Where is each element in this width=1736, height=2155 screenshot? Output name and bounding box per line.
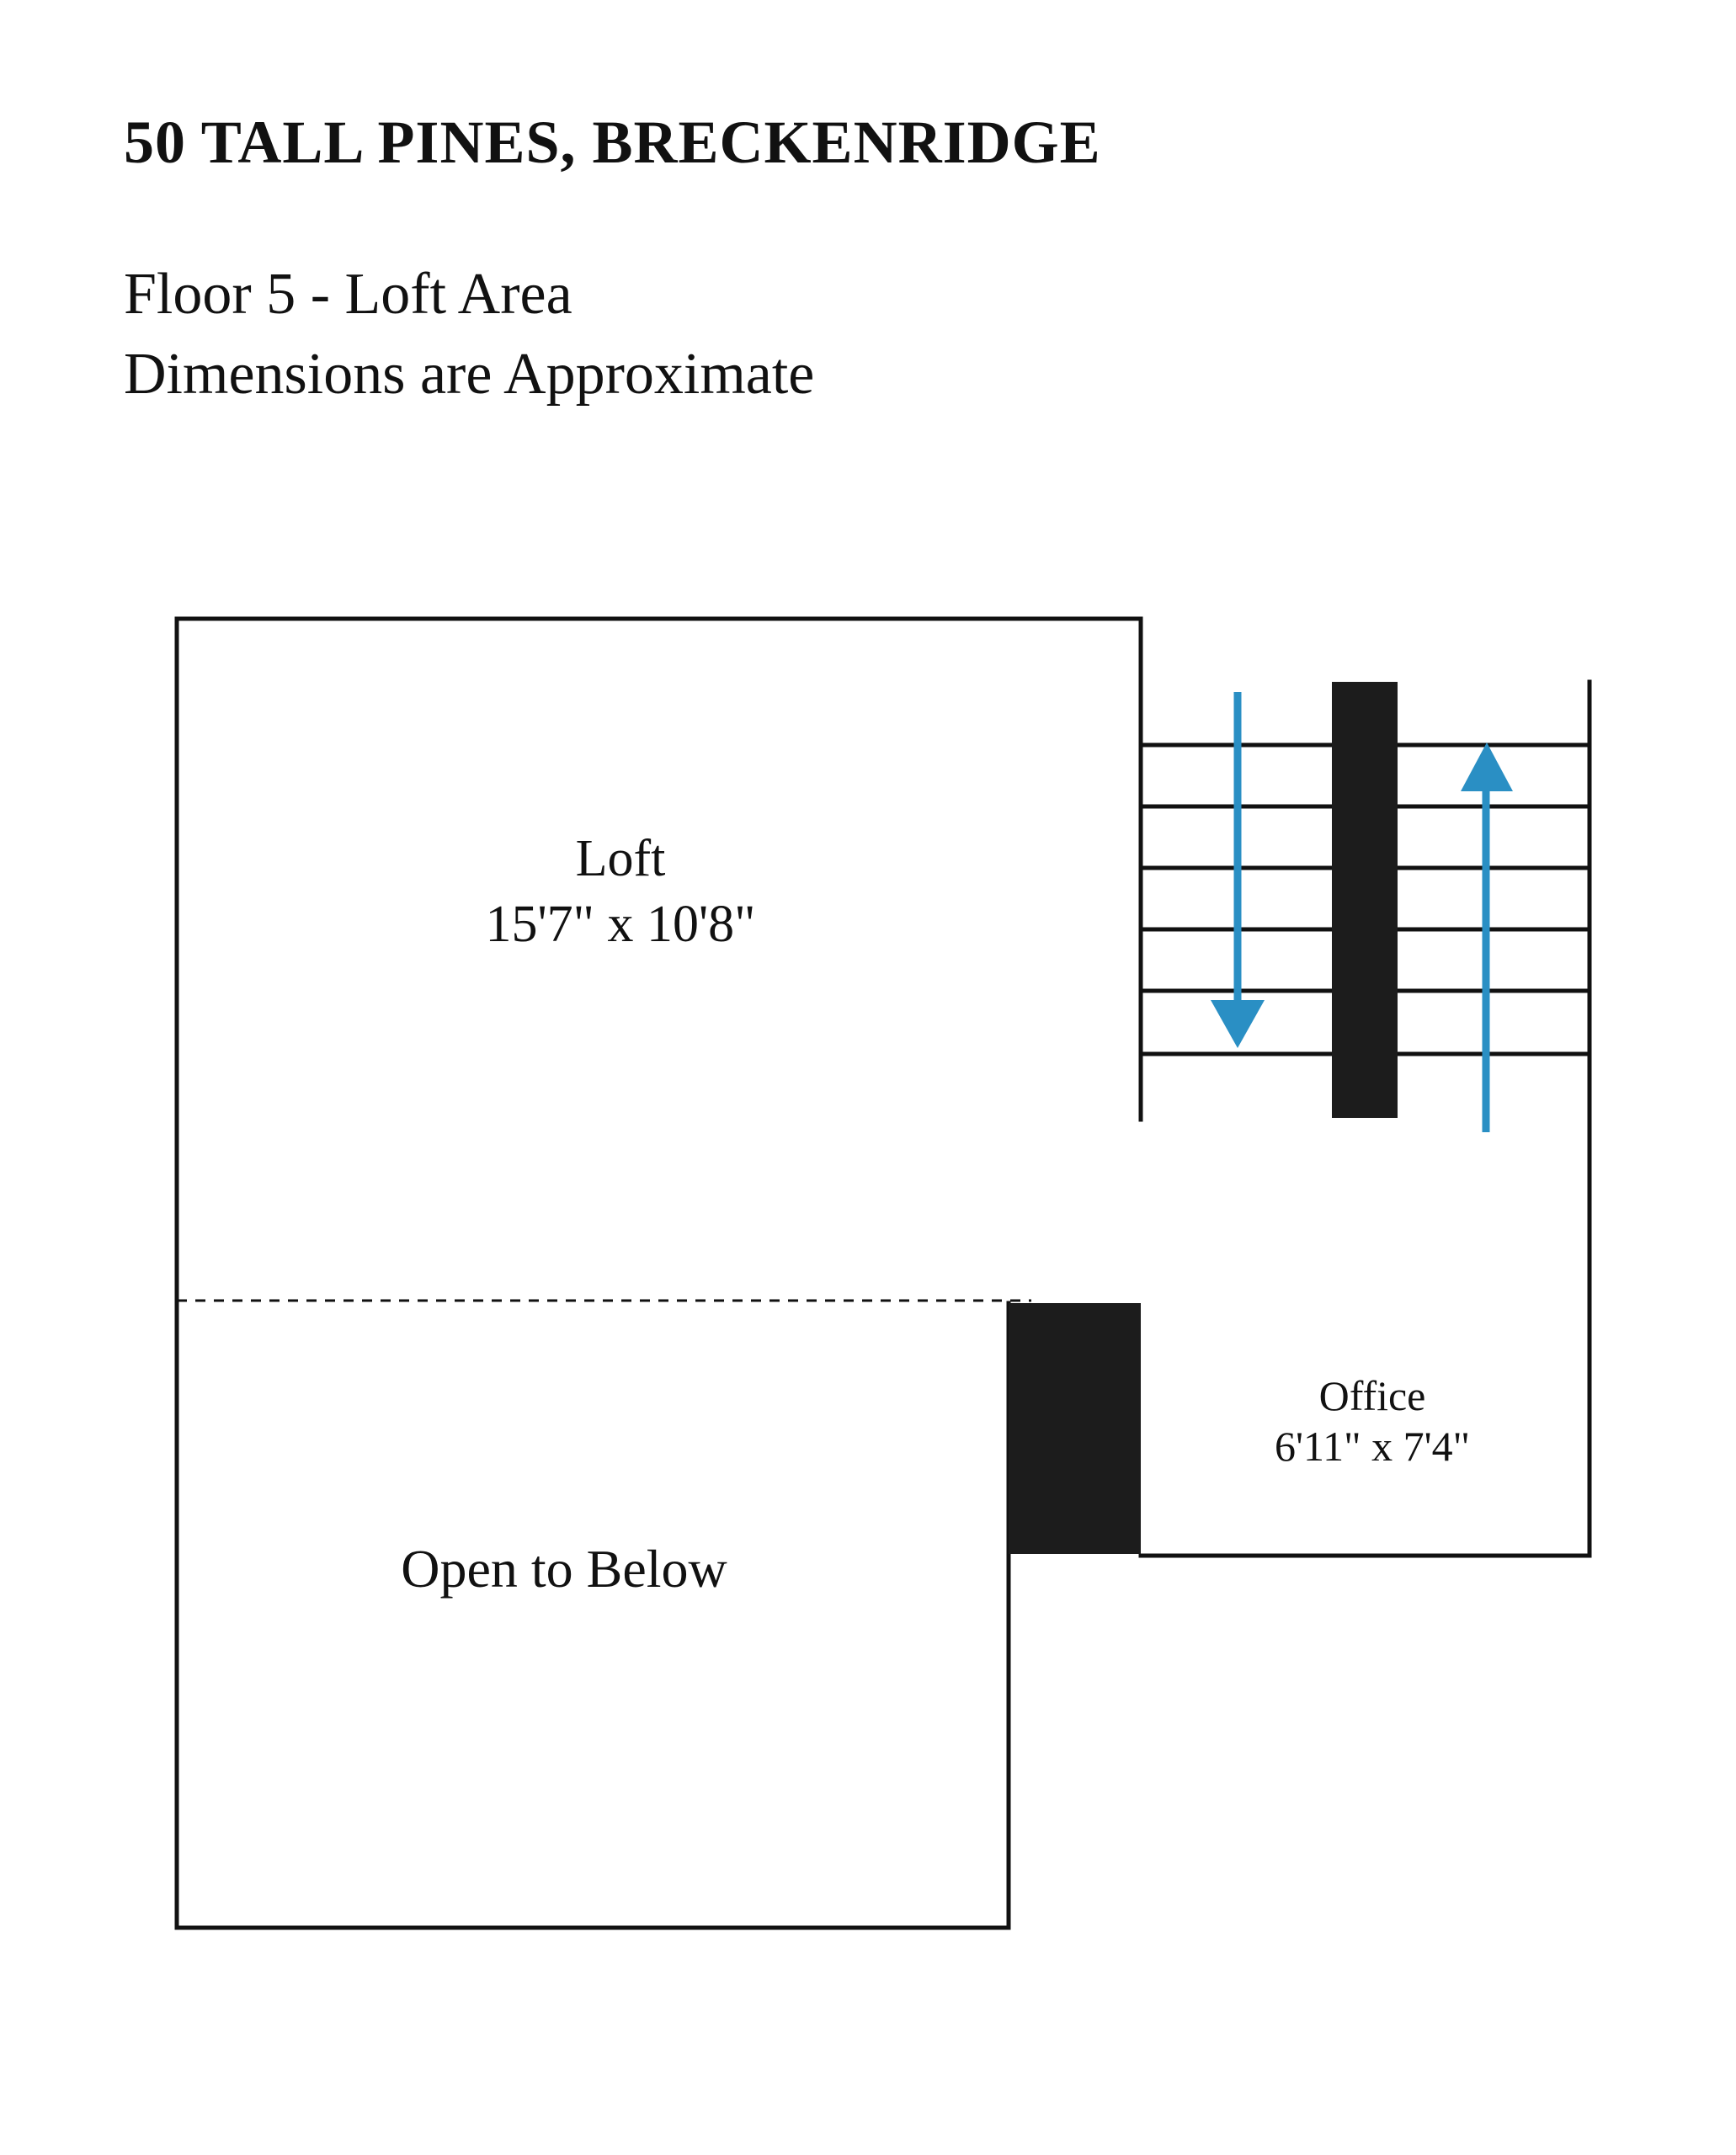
arrow-down-icon bbox=[1211, 1000, 1265, 1048]
stair-arrow-down bbox=[1211, 692, 1265, 1048]
arrow-up-icon bbox=[1461, 742, 1513, 791]
main-outline-wall bbox=[174, 616, 1143, 1930]
page-title: 50 TALL PINES, BRECKENRIDGE bbox=[124, 109, 1101, 176]
office-wall bbox=[1138, 679, 1592, 1558]
office-label: Office bbox=[1319, 1372, 1426, 1419]
walls bbox=[174, 616, 1592, 1930]
loft-dimensions: 15'7" x 10'8" bbox=[486, 896, 756, 953]
dimensions-note: Dimensions are Approximate bbox=[124, 342, 815, 407]
office-dimensions: 6'11" x 7'4" bbox=[1275, 1423, 1470, 1470]
chimney-block bbox=[1009, 1303, 1141, 1554]
stair-center-wall bbox=[1332, 682, 1398, 1118]
loft-label: Loft bbox=[576, 830, 666, 887]
floor-subtitle: Floor 5 - Loft Area bbox=[124, 262, 572, 327]
open-to-below-label: Open to Below bbox=[401, 1539, 727, 1599]
stair-arrow-up bbox=[1461, 742, 1513, 1132]
